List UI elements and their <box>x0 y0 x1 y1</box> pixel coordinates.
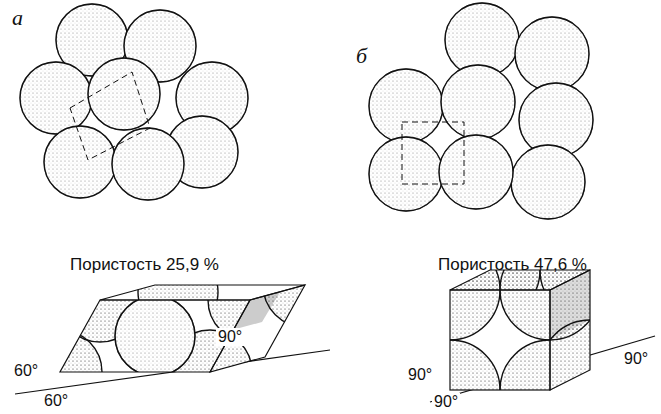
panel-letter: а <box>12 6 23 30</box>
angle-label: 90° <box>406 366 434 384</box>
cubic-cell <box>400 220 655 414</box>
angle-label: 90° <box>216 328 244 346</box>
porosity-label: Пористость 25,9 % <box>70 256 219 275</box>
angle-label: 90° <box>432 393 460 411</box>
rhombohedral-cell <box>15 243 347 414</box>
angle-label: 60° <box>42 392 70 410</box>
porosity-label: Пористость 47,6 % <box>438 256 587 275</box>
cubic-packing <box>369 3 593 219</box>
angle-label: 60° <box>12 362 40 380</box>
angle-label: 90° <box>622 350 650 368</box>
panel-letter: б <box>356 44 367 68</box>
hexagonal-packing <box>20 4 248 200</box>
